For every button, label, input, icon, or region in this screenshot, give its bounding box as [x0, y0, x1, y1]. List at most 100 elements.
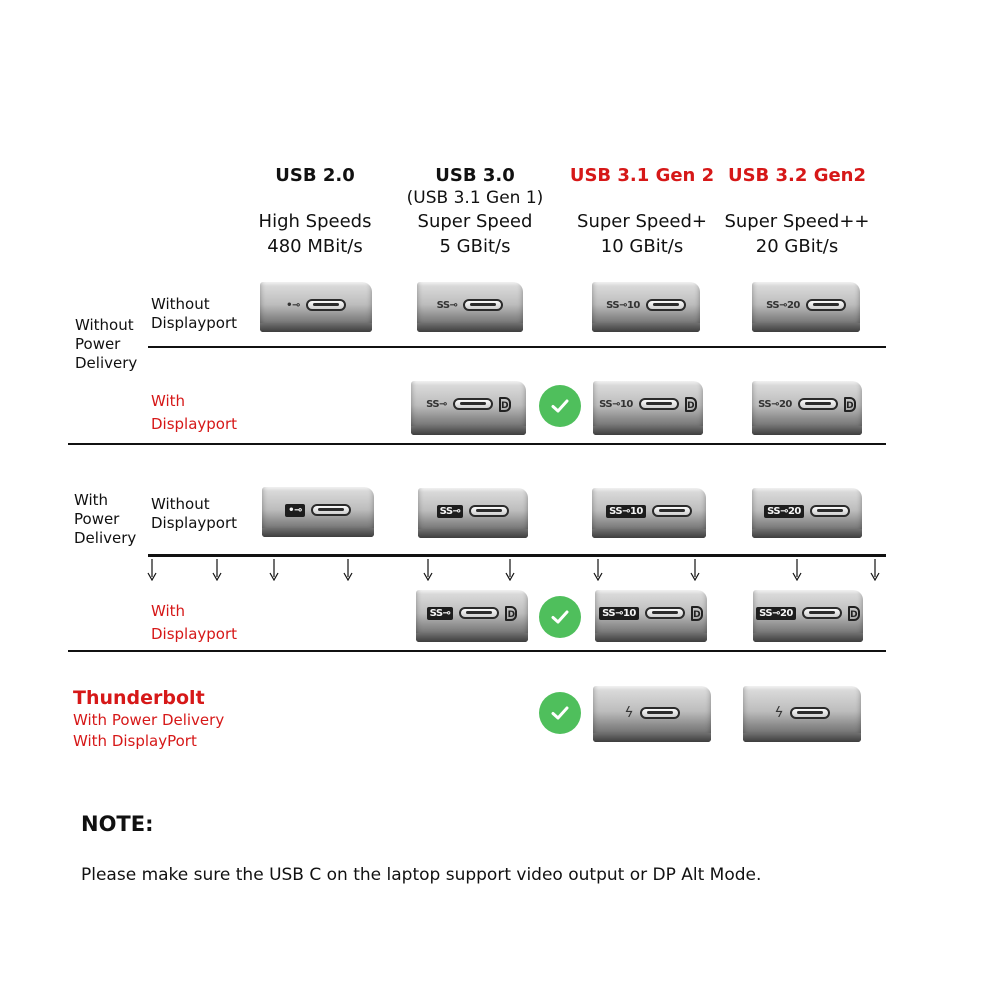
- group-label-line: Delivery: [74, 529, 137, 547]
- usb30-port-image: SS⊸: [417, 282, 523, 332]
- divider-line: [148, 346, 886, 348]
- column-speed-label: Super Speed: [417, 211, 533, 232]
- check-icon: [539, 692, 581, 734]
- row-label-with-displayport-pd: With Displayport: [151, 600, 237, 646]
- column-speed-value: 480 MBit/s: [267, 236, 363, 257]
- displayport-icon: D: [498, 396, 511, 412]
- usb-c-port-icon: [469, 505, 510, 517]
- group-label-line: Power: [75, 335, 121, 353]
- usb30-pd-dp-port-image: SS⊸ D: [416, 590, 528, 642]
- superspeed-logo-icon: SS⊸: [426, 606, 454, 620]
- row-label-line: Displayport: [151, 415, 238, 433]
- usb-c-port-icon: [809, 505, 850, 517]
- column-subtitle: (USB 3.1 Gen 1): [406, 188, 544, 208]
- thunderbolt-bolt-icon: ϟ: [774, 705, 784, 721]
- usb-c-port-icon: [452, 398, 493, 410]
- column-header-usb32gen2: USB 3.2 Gen2 Super Speed++ 20 GBit/s: [712, 165, 882, 259]
- row-label-line: Without: [151, 295, 210, 313]
- usb-c-port-icon: [639, 707, 680, 719]
- displayport-icon: D: [505, 605, 518, 621]
- usb31gen2-pd-dp-port-image: SS⊸10 D: [595, 590, 707, 642]
- group-label-no-power-delivery: Without Power Delivery: [75, 316, 137, 373]
- usb-c-port-icon: [638, 398, 679, 410]
- usb-c-port-icon: [801, 607, 842, 619]
- note-title: NOTE:: [81, 812, 154, 836]
- superspeed-logo-icon: SS⊸: [436, 299, 458, 311]
- superspeed-logo-icon: SS⊸10: [599, 398, 633, 410]
- displayport-icon: D: [690, 605, 703, 621]
- divider-line: [68, 650, 886, 652]
- usb32gen2-pd-port-image: SS⊸20: [752, 488, 862, 538]
- usb20-pd-port-image: •⊸: [262, 487, 374, 537]
- superspeed-logo-icon: SS⊸20: [764, 504, 804, 518]
- thunderbolt-label: Thunderbolt With Power Delivery With Dis…: [73, 686, 224, 752]
- displayport-icon: D: [684, 396, 697, 412]
- column-speed-value: 10 GBit/s: [600, 236, 684, 257]
- usb31gen2-pd-port-image: SS⊸10: [592, 488, 706, 538]
- row-label-without-displayport: Without Displayport: [151, 295, 237, 333]
- usb-c-port-icon: [459, 607, 500, 619]
- row-label-line: Displayport: [151, 314, 238, 332]
- row-label-with-displayport: With Displayport: [151, 390, 237, 436]
- thunderbolt-port-image: ϟ: [593, 686, 711, 742]
- displayport-icon: D: [843, 396, 856, 412]
- column-header-usb20: USB 2.0 High Speeds 480 MBit/s: [230, 165, 400, 259]
- arrow-down-icon: [423, 559, 433, 581]
- column-subtitle: [557, 187, 727, 209]
- check-icon: [539, 596, 581, 638]
- arrow-down-icon: [792, 559, 802, 581]
- divider-line: [148, 554, 886, 557]
- column-header-usb31gen2: USB 3.1 Gen 2 Super Speed+ 10 GBit/s: [557, 165, 727, 259]
- check-icon: [539, 385, 581, 427]
- arrow-down-icon: [870, 559, 880, 581]
- superspeed-logo-icon: SS⊸10: [606, 299, 640, 311]
- column-speed-label: High Speeds: [258, 211, 372, 232]
- group-label-line: Power: [74, 510, 120, 528]
- usb32gen2-dp-port-image: SS⊸20 D: [752, 381, 862, 435]
- column-title: USB 3.0: [435, 165, 515, 186]
- usb-c-port-icon: [305, 299, 346, 311]
- usb-trident-icon: •⊸: [285, 503, 305, 517]
- row-label-line: With: [151, 392, 186, 410]
- usb-c-port-icon: [797, 398, 838, 410]
- superspeed-logo-icon: SS⊸20: [766, 299, 800, 311]
- arrow-down-icon: [343, 559, 353, 581]
- usb-c-port-icon: [310, 504, 351, 516]
- usb20-port-image: •⊸: [260, 282, 372, 332]
- thunderbolt-displayport: With DisplayPort: [73, 732, 197, 750]
- usb-c-port-icon: [805, 299, 846, 311]
- usb-c-port-icon: [463, 299, 504, 311]
- usb-trident-icon: •⊸: [286, 299, 300, 311]
- row-label-line: With: [151, 602, 186, 620]
- row-label-line: Displayport: [151, 625, 238, 643]
- superspeed-logo-icon: SS⊸20: [758, 398, 792, 410]
- arrow-down-icon: [690, 559, 700, 581]
- superspeed-logo-icon: SS⊸10: [606, 504, 646, 518]
- usb-c-port-icon: [644, 607, 685, 619]
- usb-c-port-icon: [645, 299, 686, 311]
- column-speed-value: 20 GBit/s: [755, 236, 839, 257]
- arrow-down-icon: [593, 559, 603, 581]
- column-subtitle: [712, 187, 882, 209]
- arrow-down-icon: [269, 559, 279, 581]
- superspeed-logo-icon: SS⊸20: [756, 606, 796, 620]
- superspeed-logo-icon: SS⊸10: [599, 606, 639, 620]
- arrow-down-icon: [147, 559, 157, 581]
- group-label-line: Delivery: [75, 354, 138, 372]
- thunderbolt-title: Thunderbolt: [73, 687, 205, 709]
- column-title: USB 3.1 Gen 2: [569, 165, 715, 186]
- group-label-power-delivery: With Power Delivery: [74, 491, 136, 548]
- usb30-pd-port-image: SS⊸: [418, 488, 528, 538]
- group-label-line: Without: [75, 316, 134, 334]
- usb30-dp-port-image: SS⊸D: [411, 381, 526, 435]
- column-header-usb30: USB 3.0 (USB 3.1 Gen 1) Super Speed 5 GB…: [390, 165, 560, 259]
- row-label-line: Displayport: [151, 514, 238, 532]
- group-label-line: With: [74, 491, 109, 509]
- displayport-icon: D: [847, 605, 860, 621]
- usb31gen2-port-image: SS⊸10: [592, 282, 700, 332]
- superspeed-logo-icon: SS⊸: [436, 504, 464, 518]
- divider-line: [68, 443, 886, 445]
- column-speed-value: 5 GBit/s: [439, 236, 511, 257]
- row-label-without-displayport-pd: Without Displayport: [151, 495, 237, 533]
- column-speed-label: Super Speed++: [724, 211, 870, 232]
